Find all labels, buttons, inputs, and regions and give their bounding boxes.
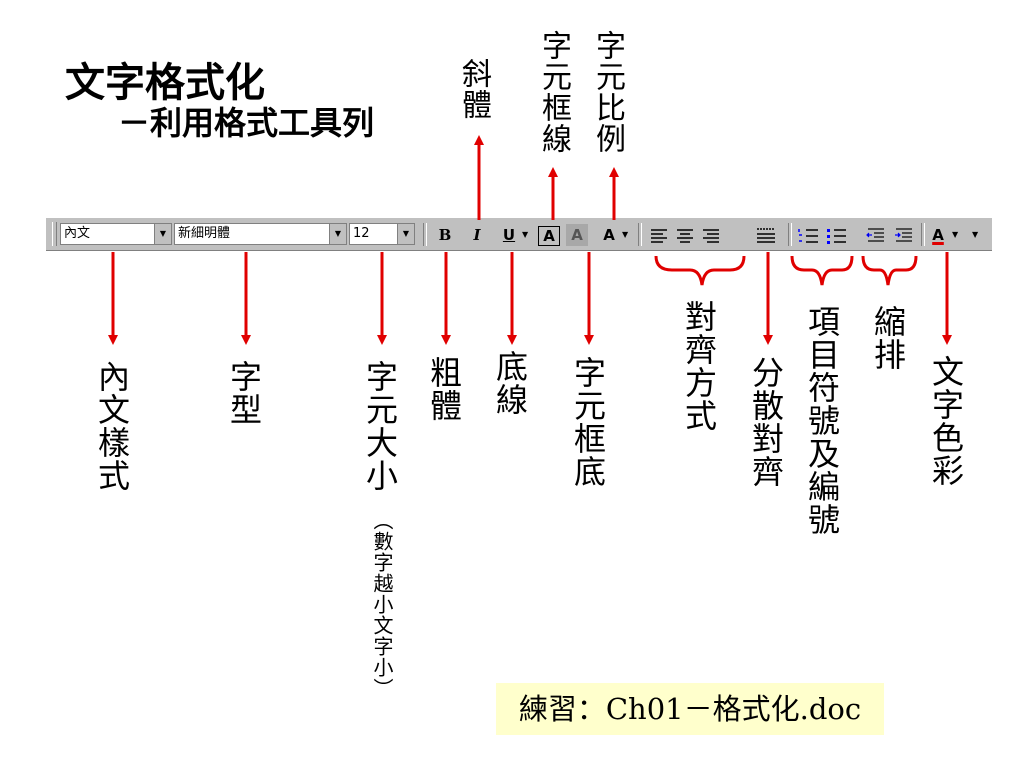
label-char-scale: 字元比例 xyxy=(590,30,625,154)
toolbar-separator xyxy=(921,223,925,246)
label-underline: 底線 xyxy=(491,350,529,416)
font-value: 新細明體 xyxy=(178,226,231,241)
list-indent-buttons xyxy=(798,228,912,244)
style-value: 內文 xyxy=(64,226,91,241)
label-alignment: 對齊方式 xyxy=(680,300,718,432)
label-bold: 粗體 xyxy=(425,356,463,422)
label-indent: 縮排 xyxy=(869,305,907,371)
font-select[interactable]: 新細明體 ▼ xyxy=(174,223,347,245)
toolbar-separator xyxy=(638,223,642,246)
practice-note: 練習：Ch01－格式化.doc xyxy=(496,683,884,735)
underline-dropdown-icon[interactable]: ▼ xyxy=(522,230,529,239)
style-select[interactable]: 內文 ▼ xyxy=(60,223,172,245)
page-title: 文字格式化 xyxy=(65,60,265,106)
chevron-down-icon[interactable]: ▼ xyxy=(397,224,414,244)
font-color-dropdown-icon[interactable]: ▼ xyxy=(952,230,959,239)
decrease-indent-icon xyxy=(866,228,884,242)
char-scale-button[interactable]: A xyxy=(597,224,621,246)
toolbar-options-icon[interactable]: ▼ xyxy=(972,230,979,239)
page-subtitle: －利用格式工具列 xyxy=(118,104,375,142)
font-color-icon: A xyxy=(932,226,944,244)
font-color-button[interactable]: A xyxy=(927,224,949,246)
brace-alignment xyxy=(654,255,746,286)
toolbar-separator xyxy=(788,223,792,246)
char-scale-dropdown-icon[interactable]: ▼ xyxy=(622,230,629,239)
align-left-icon xyxy=(651,229,667,243)
align-center-icon xyxy=(677,229,693,243)
label-font-color: 文字色彩 xyxy=(927,355,965,487)
bold-button[interactable]: B xyxy=(438,226,452,244)
label-style: 內文樣式 xyxy=(93,360,131,492)
align-distributed-icon xyxy=(757,228,775,243)
label-size-note: （數字越小文字小） xyxy=(370,510,394,699)
label-distributed: 分散對齊 xyxy=(747,356,785,488)
italic-button[interactable]: I xyxy=(473,226,481,244)
bullets-icon xyxy=(827,229,846,244)
font-size-select[interactable]: 12 ▼ xyxy=(349,223,415,245)
char-shading-button[interactable]: A xyxy=(566,224,588,246)
font-size-value: 12 xyxy=(353,226,370,241)
toolbar-grip[interactable] xyxy=(52,222,57,246)
increase-indent-icon xyxy=(895,228,912,242)
label-italic: 斜體 xyxy=(456,58,491,120)
char-scale-icon: A xyxy=(603,226,615,244)
toolbar-separator xyxy=(423,223,427,246)
label-font: 字型 xyxy=(225,360,263,426)
underline-button[interactable]: U xyxy=(502,226,516,244)
char-border-button[interactable]: A xyxy=(538,226,560,246)
formatting-toolbar: 內文 ▼ 新細明體 ▼ 12 ▼ B I U ▼ A A A ▼ xyxy=(46,217,992,251)
label-size: 字元大小 xyxy=(361,360,399,492)
numbering-icon xyxy=(798,229,818,243)
label-bullets: 項目符號及編號 xyxy=(803,305,841,536)
chevron-down-icon[interactable]: ▼ xyxy=(329,224,346,244)
label-shading: 字元框底 xyxy=(569,356,607,488)
align-right-icon xyxy=(703,229,719,243)
label-char-border: 字元框線 xyxy=(536,30,571,154)
alignment-buttons xyxy=(651,228,775,243)
brace-indent xyxy=(861,255,918,286)
chevron-down-icon[interactable]: ▼ xyxy=(154,224,171,244)
brace-bullets xyxy=(790,255,854,286)
